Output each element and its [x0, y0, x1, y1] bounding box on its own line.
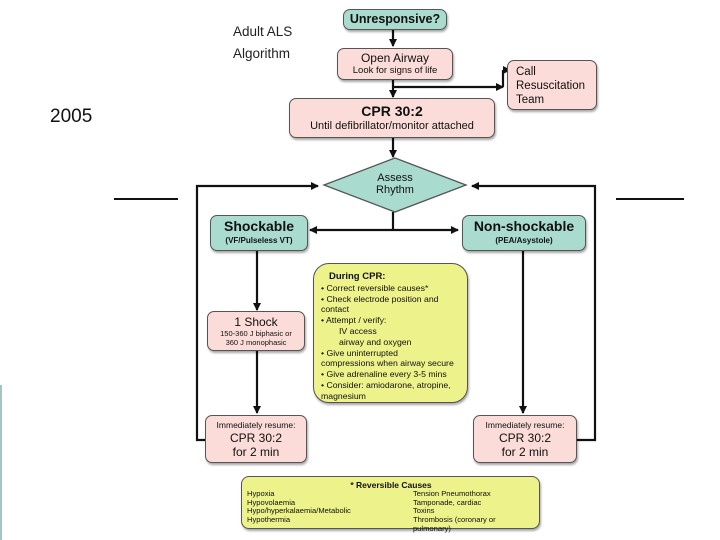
reversible-cause-item: Hypoxia [247, 489, 275, 498]
during-cpr-title: During CPR: [329, 271, 386, 282]
year-label: 2005 [50, 106, 93, 127]
node-cpr-initial-sub: Until defibrillator/monitor attached [310, 120, 474, 132]
left-accent-bar [0, 385, 2, 540]
node-assess-rhythm: Assess Rhythm [322, 172, 468, 196]
during-cpr-line: airway and oxygen [339, 336, 412, 347]
reversible-causes-right-column: Tension Pneumothorax Tamponade, cardiac … [412, 489, 535, 534]
during-cpr-line: • Attempt / verify: [321, 315, 387, 326]
node-shockable-sub: (VF/Pulseless VT) [225, 236, 293, 245]
during-cpr-line: • Give uninterrupted [321, 347, 398, 358]
node-resume-right-header: Immediately resume: [485, 420, 565, 430]
during-cpr-line: contact [321, 304, 350, 315]
node-one-shock-line-1: 150-360 J biphasic or [220, 329, 292, 338]
node-non-shockable: Non-shockable (PEA/Asystole) [462, 215, 586, 251]
node-assess-rhythm-shape [322, 157, 468, 213]
loop-back-left [195, 182, 319, 442]
node-call-team: Call Resuscitation Team [507, 60, 597, 110]
loop-back-right [471, 182, 597, 442]
reversible-causes-left-column: Hypoxia Hypovolaemia Hypo/hyperkalaemia/… [247, 489, 413, 534]
node-one-shock: 1 Shock 150-360 J biphasic or 360 J mono… [207, 311, 305, 351]
assess-line-2: Rhythm [376, 184, 414, 196]
node-cpr-initial: CPR 30:2 Until defibrillator/monitor att… [289, 98, 495, 138]
node-open-airway-label: Open Airway [360, 51, 430, 65]
node-resume-right-line-1: CPR 30:2 [498, 431, 552, 445]
during-cpr-line: • Check electrode position and [321, 293, 439, 304]
during-cpr-panel: During CPR: • Correct reversible causes*… [313, 263, 468, 403]
during-cpr-line: compressions when airway secure [321, 358, 454, 369]
node-non-shockable-label: Non-shockable [473, 218, 575, 234]
during-cpr-line: • Correct reversible causes* [321, 282, 429, 293]
diagram-title-line-2: Algorithm [233, 46, 291, 61]
call-team-line-3: Team [516, 94, 545, 106]
reversible-cause-item: Hypothermia [247, 515, 291, 525]
right-divider-rule [616, 198, 684, 200]
during-cpr-line: • Give adrenaline every 3-5 mins [321, 369, 447, 380]
node-open-airway: Open Airway Look for signs of life [337, 48, 453, 80]
node-non-shockable-sub: (PEA/Asystole) [495, 236, 553, 245]
node-shockable-label: Shockable [223, 218, 295, 234]
reversible-cause-item: Hypovolaemia [247, 497, 296, 507]
reversible-cause-item: Toxins [412, 506, 435, 516]
node-unresponsive: Unresponsive? [343, 9, 447, 30]
reversible-cause-item: Tamponade, cardiac [412, 497, 482, 507]
call-team-line-2: Resuscitation [516, 80, 586, 92]
node-resume-left-line-1: CPR 30:2 [229, 431, 283, 445]
reversible-cause-item: Thrombosis (coronary or pulmonary) [412, 515, 496, 533]
during-cpr-line: • Consider: amiodarone, atropine, [321, 379, 451, 390]
node-shockable: Shockable (VF/Pulseless VT) [210, 215, 308, 251]
node-resume-left-line-2: for 2 min [232, 445, 280, 459]
during-cpr-line: magnesium [321, 390, 366, 401]
call-team-line-1: Call [516, 66, 536, 78]
left-divider-rule [114, 198, 178, 200]
node-one-shock-label: 1 Shock [234, 315, 278, 329]
during-cpr-line: IV access [339, 325, 377, 336]
reversible-causes-title: * Reversible Causes [350, 480, 432, 490]
node-resume-right: Immediately resume: CPR 30:2 for 2 min [473, 415, 577, 463]
reversible-cause-item: Hypo/hyperkalaemia/Metabolic [247, 506, 351, 516]
node-one-shock-line-2: 360 J monophasic [225, 338, 287, 347]
node-open-airway-sub: Look for signs of life [352, 65, 438, 76]
assess-line-1: Assess [377, 172, 413, 184]
node-resume-left-header: Immediately resume: [216, 420, 296, 430]
node-resume-right-line-2: for 2 min [501, 445, 549, 459]
diagram-title-line-1: Adult ALS [233, 24, 293, 39]
reversible-causes-panel: * Reversible Causes Hypoxia Hypovolaemia… [241, 476, 540, 533]
node-resume-left: Immediately resume: CPR 30:2 for 2 min [205, 415, 307, 463]
node-cpr-initial-label: CPR 30:2 [361, 103, 423, 119]
reversible-cause-item: Tension Pneumothorax [412, 489, 491, 498]
node-unresponsive-label: Unresponsive? [349, 12, 441, 26]
